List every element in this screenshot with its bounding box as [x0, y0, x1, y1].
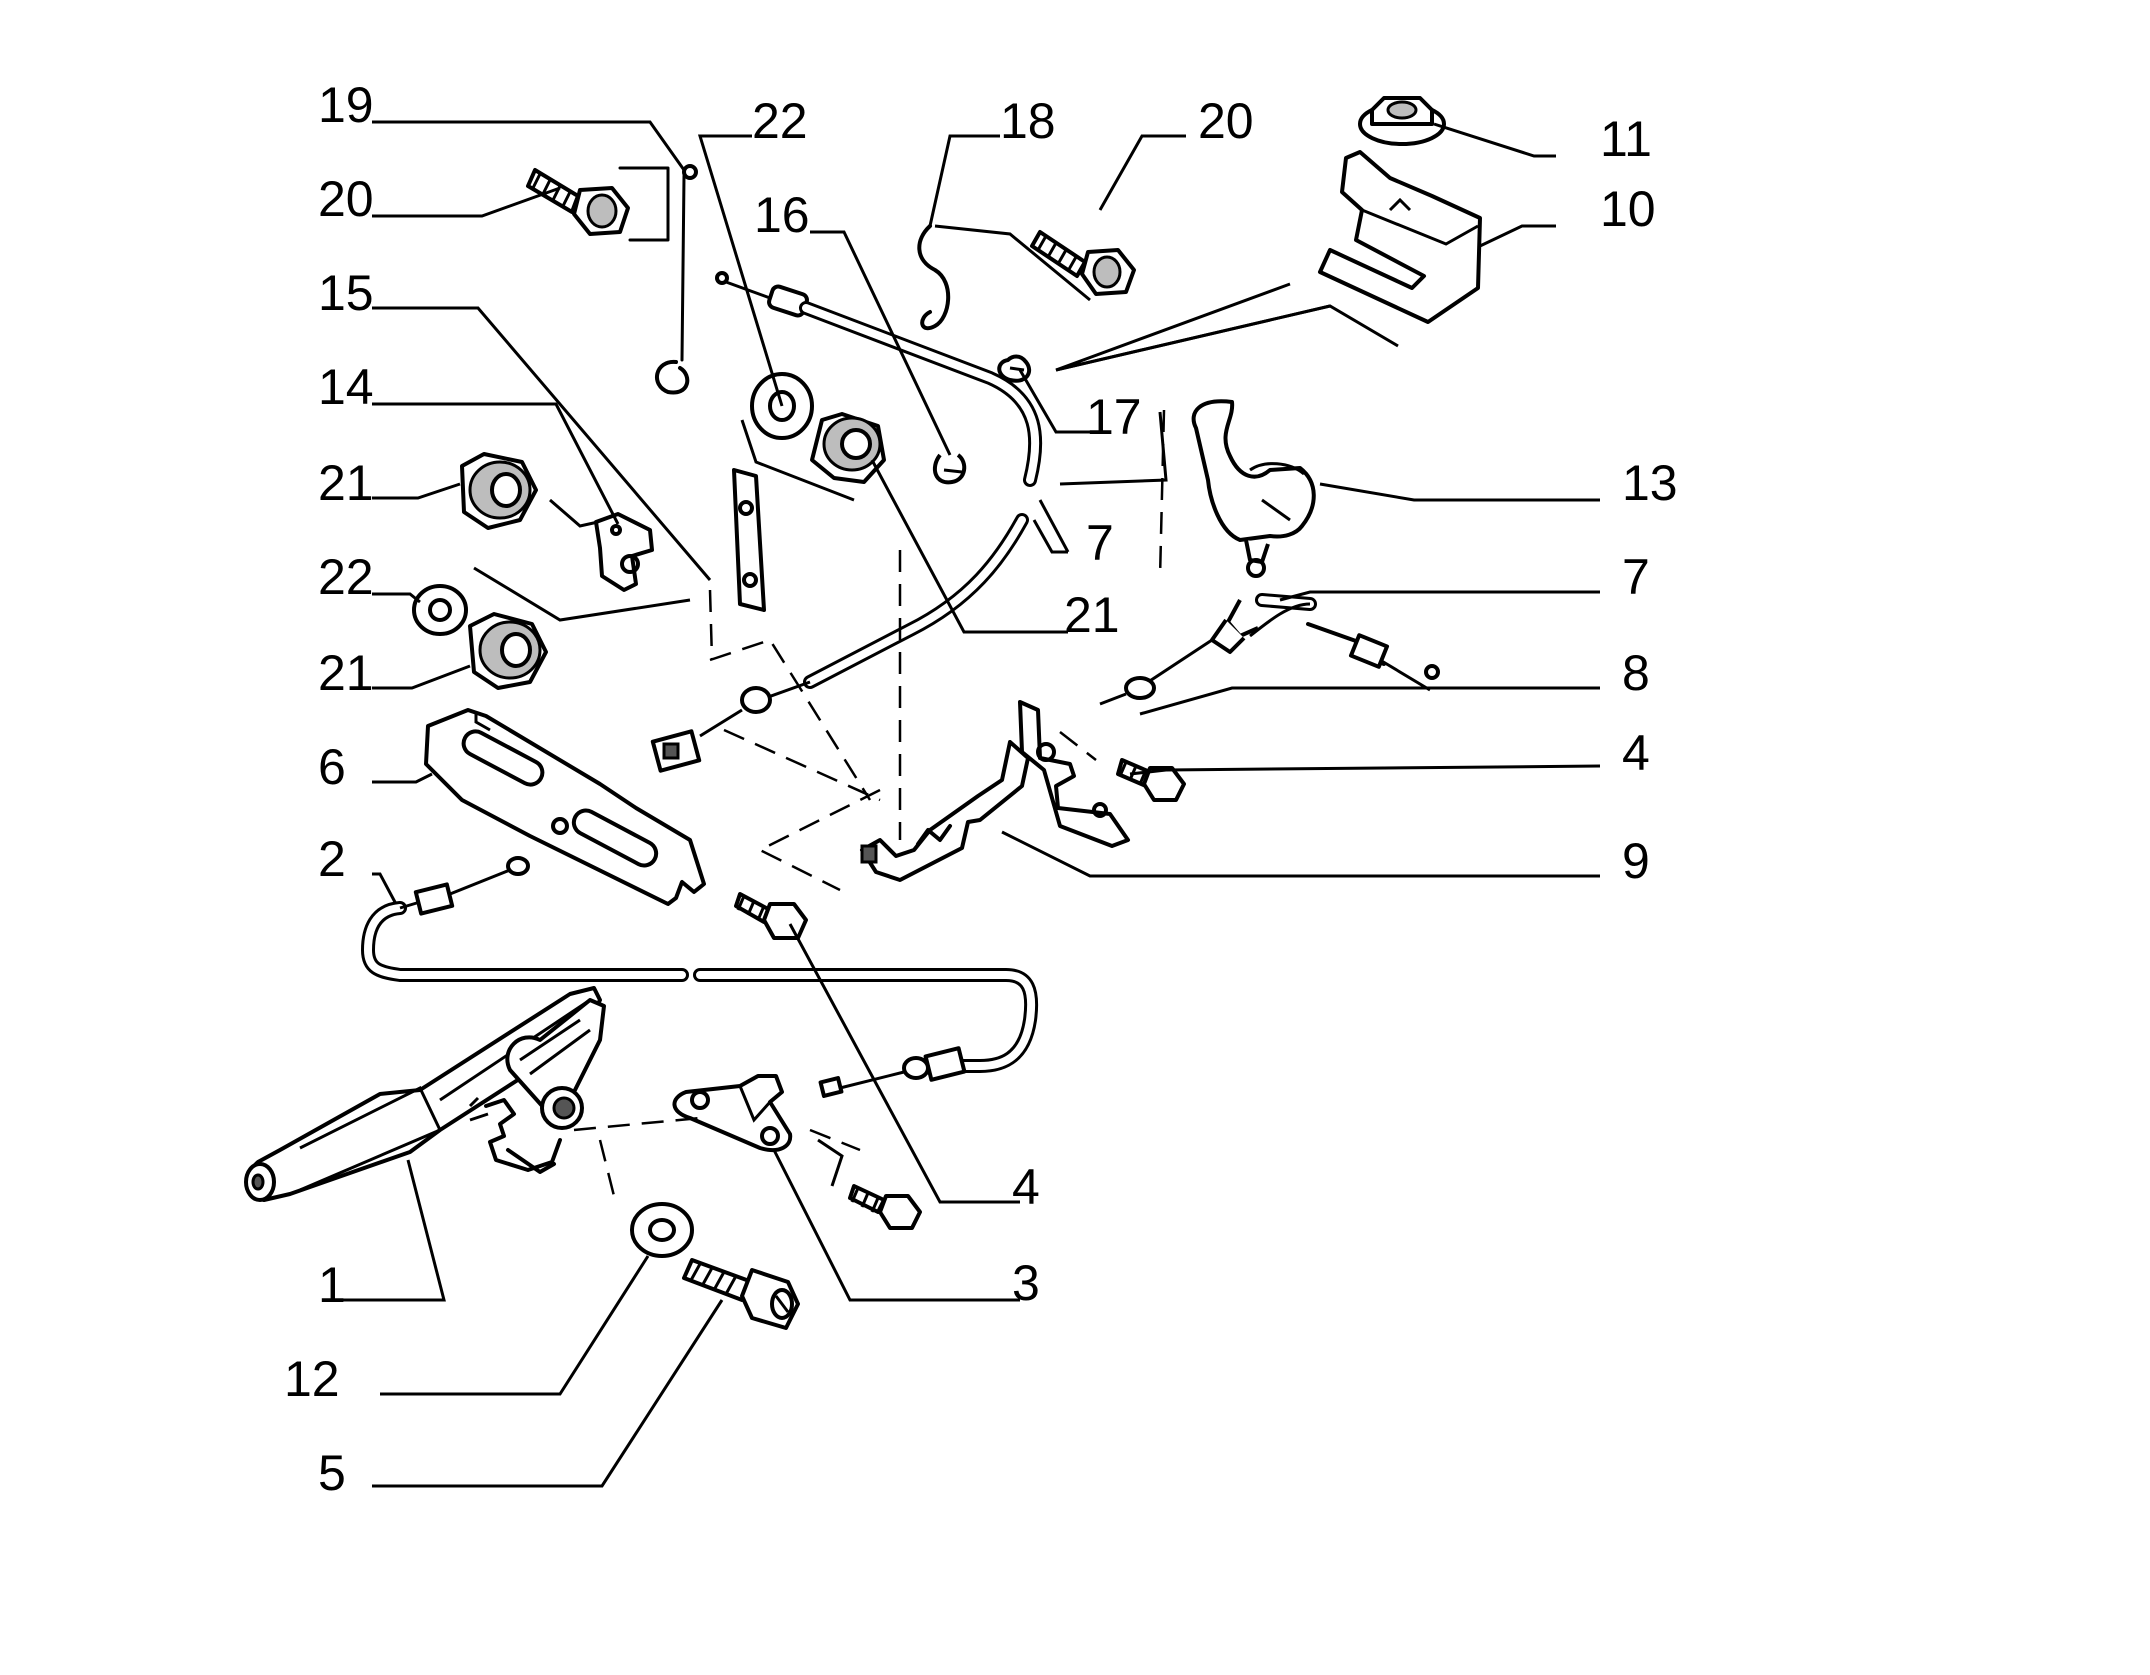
- part-3-equalizer: [672, 1074, 793, 1153]
- part-7-cable-right: [1135, 593, 1440, 692]
- callout-5: 5: [318, 1445, 346, 1501]
- part-20-bolt-right: [1030, 230, 1136, 296]
- part-12-washer: [630, 1202, 694, 1258]
- part-10-heat-shield: [1318, 150, 1482, 324]
- callout-1: 1: [318, 1257, 346, 1313]
- callout-numbers: 19 22 18 20 11 20 16 10 15 14 17 13 21 7…: [284, 77, 1678, 1501]
- part-21-nut-upper: [810, 412, 886, 484]
- part-4-bolt-middle: [734, 892, 808, 940]
- part-21-nut-left-upper: [460, 452, 538, 530]
- callout-7-center: 7: [1086, 515, 1114, 571]
- part-13-cable-support: [1191, 399, 1316, 578]
- callout-18: 18: [1000, 93, 1056, 149]
- callout-6: 6: [318, 739, 346, 795]
- callout-17: 17: [1086, 389, 1142, 445]
- callout-15: 15: [318, 265, 374, 321]
- callout-4-lower: 4: [1012, 1159, 1040, 1215]
- part-4-bolt-lower: [848, 1184, 922, 1230]
- callout-4-upper: 4: [1622, 725, 1650, 781]
- callout-9: 9: [1622, 833, 1650, 889]
- callout-19: 19: [318, 77, 374, 133]
- callout-20-right: 20: [1198, 93, 1254, 149]
- assembly-guide-lines: [573, 409, 1166, 1197]
- part-1-hand-brake-lever: [244, 986, 606, 1202]
- callout-22-left: 22: [318, 549, 374, 605]
- callout-3: 3: [1012, 1255, 1040, 1311]
- part-22-washer-left: [412, 584, 468, 636]
- callout-20-left: 20: [318, 171, 374, 227]
- callout-8: 8: [1622, 645, 1650, 701]
- callout-10: 10: [1600, 181, 1656, 237]
- part-14-bracket: [594, 512, 654, 592]
- callout-11: 11: [1600, 111, 1652, 167]
- part-6-bracket: [424, 708, 706, 906]
- callout-21-left-lower: 21: [318, 645, 374, 701]
- part-19-spring-clip: [618, 164, 698, 395]
- leader-lines: [340, 120, 1601, 1488]
- part-15-plate: [732, 468, 766, 612]
- part-18-spring: [917, 224, 1091, 331]
- part-7-cable-center: [650, 513, 1029, 773]
- part-11-flange-nut: [1358, 96, 1446, 146]
- part-16-cable-clip: [932, 453, 967, 485]
- callout-21-center: 21: [1064, 587, 1120, 643]
- part-20-bolt-left: [526, 168, 630, 236]
- callout-7-right: 7: [1622, 549, 1650, 605]
- relation-lines: [473, 282, 1399, 1187]
- callout-13: 13: [1622, 455, 1678, 511]
- part-8-bracket: [1018, 676, 1156, 848]
- part-5-socket-bolt: [682, 1258, 800, 1330]
- part-4-bolt-upper: [1116, 758, 1186, 802]
- callout-14: 14: [318, 359, 374, 415]
- part-2-cable-main: [360, 856, 1039, 1098]
- part-21-nut-left-lower: [468, 612, 548, 690]
- callout-2: 2: [318, 831, 346, 887]
- callout-21-left-upper: 21: [318, 455, 374, 511]
- callout-12: 12: [284, 1351, 340, 1407]
- part-9-bracket: [860, 740, 1030, 882]
- callout-22-upper: 22: [752, 93, 808, 149]
- callout-16: 16: [754, 187, 810, 243]
